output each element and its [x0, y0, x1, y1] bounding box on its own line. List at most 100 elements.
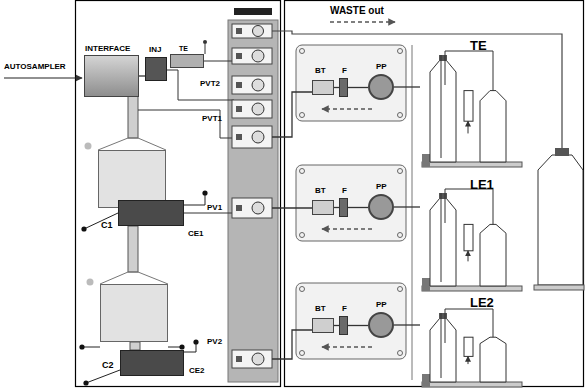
valve-body — [232, 350, 272, 368]
bottle-stand — [422, 382, 522, 387]
electrode-terminal — [83, 380, 88, 385]
dip-tube — [445, 55, 446, 85]
stand-foot — [422, 374, 430, 387]
part-label: TE — [470, 39, 487, 53]
mount-hole — [398, 169, 403, 174]
part-label: PVT1 — [202, 115, 222, 124]
valve-port — [236, 205, 242, 211]
bottle-stand — [422, 286, 522, 291]
tube-connector — [394, 324, 420, 325]
valve-knob — [253, 26, 264, 37]
reservoir-group: TE — [420, 36, 528, 174]
part-label: PV1 — [207, 204, 222, 213]
filter: F — [339, 198, 348, 217]
reservoir-bottle — [430, 60, 456, 162]
marker-dot — [87, 279, 94, 286]
dip-tube — [441, 193, 442, 282]
valve-knob — [252, 103, 264, 115]
buffer-tank: BT — [312, 80, 334, 95]
electrode-terminal — [202, 190, 207, 195]
filter-vial — [464, 337, 473, 356]
mount-hole — [398, 287, 403, 292]
valve-knob — [252, 131, 264, 143]
port — [203, 40, 207, 44]
electrode-wire — [184, 193, 205, 205]
right-panel — [285, 1, 584, 387]
tube — [204, 61, 234, 62]
valve: PV1 — [232, 198, 272, 218]
tube-connector — [348, 325, 368, 326]
part-label: INJ — [149, 46, 161, 55]
peristaltic-pump: PP — [368, 194, 394, 220]
tube — [493, 316, 494, 337]
tube-connector — [394, 86, 420, 87]
peristaltic-pump: PP — [368, 74, 394, 100]
injector-block: INJ — [145, 57, 167, 81]
buffer-tank: BT — [312, 318, 334, 333]
tube-connector — [272, 92, 312, 137]
mount-hole — [300, 169, 305, 174]
electrode-terminal — [79, 344, 84, 349]
bottle-cap — [439, 313, 447, 319]
mount-hole — [398, 113, 403, 118]
reservoir-bottle — [480, 91, 506, 162]
flow-arrow — [468, 121, 469, 133]
valve: PVT2 — [232, 76, 272, 94]
reservoir-group: LE1 — [420, 176, 528, 292]
mount-hole — [398, 351, 403, 356]
part-label: CE2 — [189, 367, 205, 376]
valve-knob — [252, 50, 264, 62]
tube — [205, 44, 206, 54]
valve-body — [232, 24, 272, 38]
manifold — [412, 45, 413, 380]
valve: PVT1 — [232, 126, 272, 148]
valve-port — [236, 356, 242, 362]
part-label: C2 — [102, 361, 114, 371]
stand-foot — [422, 278, 430, 291]
waste-tube — [272, 31, 562, 150]
status-bar — [234, 8, 272, 15]
dip-tube — [445, 193, 446, 223]
filter-vial — [464, 224, 473, 250]
pump-module — [296, 45, 406, 121]
electrode-block: CE2 — [120, 350, 184, 376]
part-label: PP — [376, 183, 387, 192]
flow-arrow — [322, 108, 372, 110]
reservoir-group: LE2 — [420, 294, 528, 386]
valve: PV2 — [232, 350, 272, 368]
funnel-outline — [98, 138, 166, 150]
valve-port — [236, 82, 242, 88]
part-label: F — [342, 187, 347, 196]
part-label: INTERFACE — [85, 45, 130, 54]
mount-hole — [300, 287, 305, 292]
tube-connector — [348, 87, 368, 88]
bottle-stand — [422, 162, 522, 167]
reservoir-bottle — [430, 198, 456, 286]
mount-hole — [300, 113, 305, 118]
mount-hole — [300, 49, 305, 54]
valve-port — [236, 28, 242, 34]
filter: F — [339, 316, 348, 335]
part-label: F — [342, 305, 347, 314]
part-label: LE2 — [470, 296, 494, 310]
pump-module — [296, 283, 406, 359]
part-label: LE1 — [470, 178, 494, 192]
mount-hole — [300, 233, 305, 238]
tube — [184, 213, 232, 214]
sample-line — [4, 77, 82, 78]
valve-body — [232, 126, 272, 148]
reservoir-bottle — [480, 224, 506, 286]
part-label: C1 — [101, 221, 113, 231]
column-chamber: C2 — [100, 284, 168, 342]
valve-strip — [228, 20, 278, 382]
electrode-block: CE1 — [118, 200, 184, 226]
valve-port — [236, 53, 242, 59]
text-label: WASTE out — [330, 5, 384, 16]
electrode-wire — [82, 347, 100, 348]
flow-arrow — [468, 356, 469, 364]
electrode-terminal — [179, 344, 184, 349]
tube — [493, 58, 494, 91]
left-panel — [76, 1, 281, 387]
